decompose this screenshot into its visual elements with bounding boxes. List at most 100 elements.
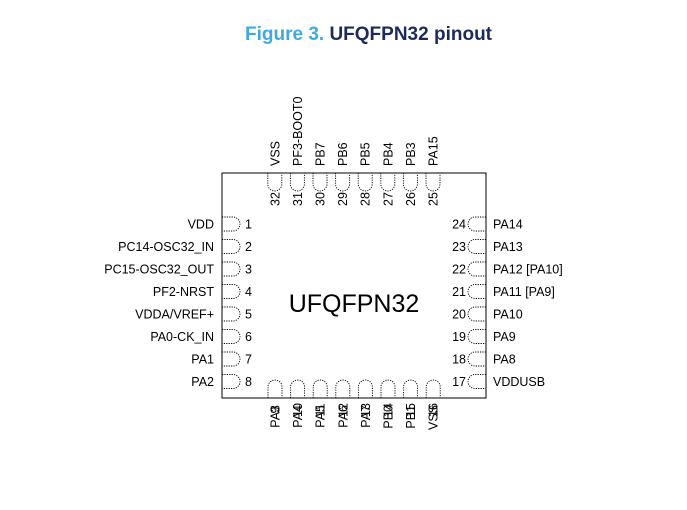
pin-pad [267,173,283,192]
pin-pad [467,261,486,277]
pin-pad [267,379,283,398]
pin-number: 6 [245,330,252,344]
pin-number: 27 [381,192,395,206]
pin-label: PA7 [359,405,373,428]
pin-number: 22 [452,263,466,277]
pin-number: 4 [245,285,252,299]
pin-label: PB0 [382,405,396,429]
pin-label: PF2-NRST [153,285,214,299]
package-name: UFQFPN32 [289,290,420,318]
pin-pad [289,173,305,192]
pin-number: 20 [452,308,466,322]
pin-pad [380,379,396,398]
pin-label: PA15 [427,136,441,166]
pin-pad [222,261,241,277]
pin-label: VDD [188,218,214,232]
pin-label: PA8 [493,353,516,367]
pin-number: 19 [452,330,466,344]
pin-number: 32 [268,192,282,206]
pin-pad [467,351,486,367]
pin-pad [357,173,373,192]
pin-6: 6 PA0-CK_IN [150,329,252,344]
pin-number: 23 [452,240,466,254]
pin-label: PA5 [314,405,328,428]
pin-label: PA6 [336,405,350,428]
pin-label: PF3-BOOT0 [291,96,305,166]
pin-pad [467,216,486,232]
pin-label: PA3 [269,405,283,428]
pin-pad [425,173,441,192]
pin-pad [335,379,351,398]
pin-label: PB1 [404,405,418,429]
pin-24: 24 PA14 [452,216,523,232]
pin-label: VSS [427,405,441,430]
pin-number: 2 [245,240,252,254]
pin-number: 25 [427,192,441,206]
pin-pad [335,173,351,192]
pin-number: 29 [336,192,350,206]
pin-pad [290,379,306,398]
pin-pad [467,284,486,299]
pin-label: PA10 [493,308,523,322]
figure-title: Figure 3. UFQFPN32 pinout [0,24,687,46]
pin-pad [467,239,486,254]
pin-label: PA14 [493,218,523,232]
pin-number: 13 [359,403,373,417]
pin-number: 5 [245,308,252,322]
pin-number: 11 [314,403,328,416]
pin-number: 16 [427,403,441,417]
pin-label: PB6 [336,142,350,166]
pin-29: 29 PB6 [335,142,351,206]
pin-pad [222,216,241,232]
pin-pad [312,379,328,398]
pin-number: 17 [452,375,466,389]
pin-32: 32 VSS [267,141,283,206]
pin-label: VSS [268,141,282,166]
pin-number: 14 [382,403,396,417]
pin-label: PA0-CK_IN [150,330,214,344]
pin-number: 30 [314,192,328,206]
pin-pad [425,379,441,398]
pin-20: 20 PA10 [452,306,523,322]
pin-25: 25 PA15 [425,136,441,206]
pin-pad [222,329,241,344]
pin-number: 24 [452,218,466,232]
pin-label: VDDUSB [493,375,545,389]
pin-number: 26 [404,192,418,206]
pin-number: 9 [269,406,283,413]
pin-number: 12 [336,403,350,417]
pin-21: 21 PA11 [PA9] [452,284,555,299]
pin-pad [222,306,241,322]
pin-pad [467,329,486,344]
pin-number: 3 [245,263,252,277]
pin-label: PB5 [359,142,373,166]
pin-pad [403,379,419,398]
pin-3: 3 PC15-OSC32_OUT [104,261,252,277]
pin-label: PA11 [PA9] [493,285,555,299]
pin-27: 27 PB4 [380,142,395,206]
pin-number: 8 [245,375,252,389]
pin-17: 17 VDDUSB [452,374,545,389]
pin-pad [357,379,373,398]
pin-number: 21 [452,285,466,299]
pin-pad [467,306,486,322]
chip-body [221,172,487,399]
pin-number: 1 [245,218,252,232]
pin-label: PC15-OSC32_OUT [104,263,214,277]
pin-label: PB4 [381,142,395,166]
